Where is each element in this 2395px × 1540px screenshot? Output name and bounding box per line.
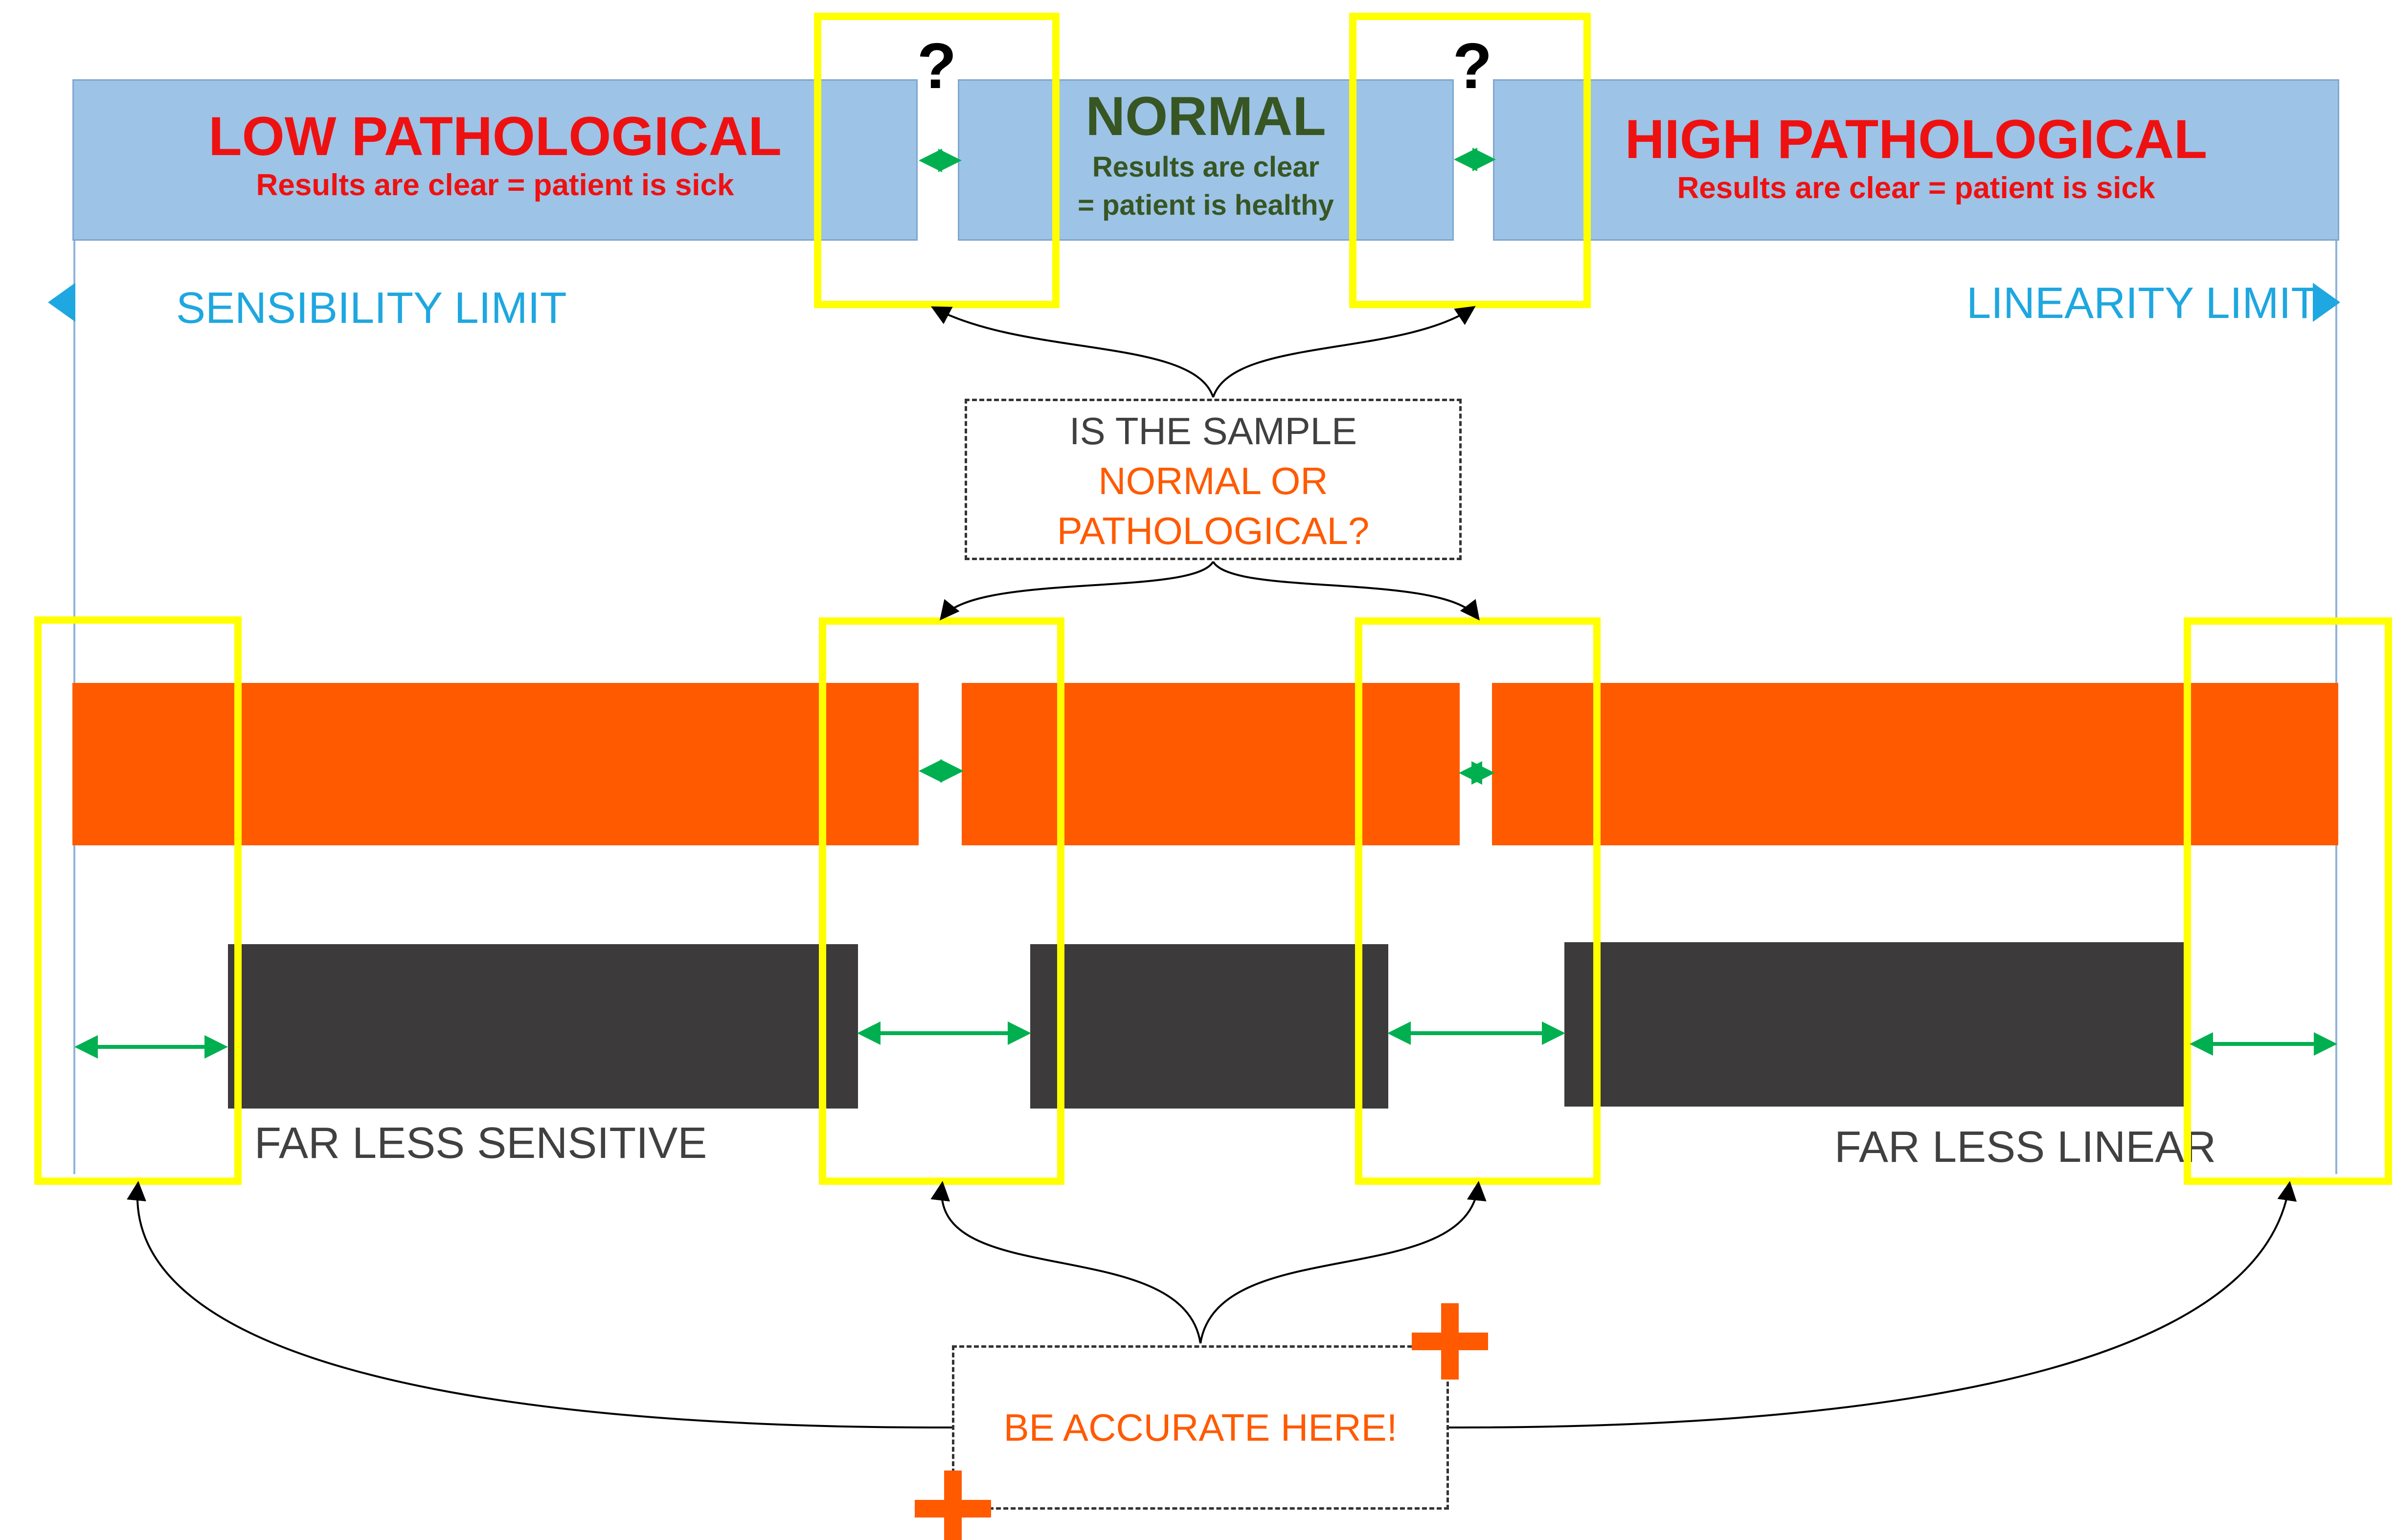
triangle-left-icon	[48, 283, 75, 322]
connector-curve	[939, 561, 1214, 621]
low-pathological-subtitle: Results are clear = patient is sick	[256, 168, 734, 202]
question-mark-right: ?	[1452, 30, 1492, 102]
connector-curve	[1212, 561, 1480, 621]
connector-curve	[1199, 1181, 1487, 1344]
far-less-linear-label: FAR LESS LINEAR	[1834, 1123, 2216, 1172]
normal-title: NORMAL	[1085, 86, 1326, 147]
connector-curve	[930, 306, 1214, 398]
question-box: IS THE SAMPLE NORMAL OR PATHOLOGICAL?	[965, 399, 1462, 560]
dark-bar-low	[228, 944, 858, 1109]
dark-bar-normal	[1030, 944, 1388, 1109]
normal-subtitle-line1: Results are clear	[1092, 151, 1320, 183]
normal-box: NORMAL Results are clear = patient is he…	[958, 79, 1454, 241]
plus-icon	[915, 1471, 991, 1540]
low-pathological-title: LOW PATHOLOGICAL	[208, 106, 782, 167]
high-pathological-box: HIGH PATHOLOGICAL Results are clear = pa…	[1493, 79, 2339, 241]
highlight-frame-bottom-3	[1355, 617, 1601, 1185]
accurate-box: BE ACCURATE HERE!	[952, 1345, 1449, 1510]
high-pathological-title: HIGH PATHOLOGICAL	[1625, 109, 2208, 170]
highlight-frame-top-right	[1349, 13, 1591, 308]
accurate-box-label: BE ACCURATE HERE!	[1003, 1406, 1398, 1449]
orange-bar-high	[1492, 683, 2338, 845]
orange-bar-normal	[962, 683, 1460, 845]
triangle-right-icon	[2313, 283, 2340, 322]
sensibility-limit-label: SENSIBILITY LIMIT	[176, 284, 567, 333]
highlight-frame-bottom-2	[819, 617, 1064, 1185]
normal-subtitle-line2: = patient is healthy	[1078, 189, 1334, 221]
connector-curve	[1448, 1181, 2297, 1429]
connector-curve	[127, 1181, 952, 1429]
dark-bar-high	[1564, 942, 2188, 1107]
question-box-line2: NORMAL OR	[1098, 459, 1328, 502]
connector-curve	[930, 1181, 1201, 1344]
plus-icon	[1412, 1303, 1488, 1380]
highlight-frame-top-left	[814, 13, 1060, 308]
question-mark-left: ?	[917, 30, 957, 102]
high-pathological-subtitle: Results are clear = patient is sick	[1677, 171, 2155, 205]
low-pathological-box: LOW PATHOLOGICAL Results are clear = pat…	[72, 79, 918, 241]
orange-bar-low	[72, 683, 919, 845]
question-box-line3: PATHOLOGICAL?	[1057, 509, 1370, 552]
question-box-line1: IS THE SAMPLE	[1069, 409, 1357, 453]
far-less-sensitive-label: FAR LESS SENSITIVE	[254, 1119, 707, 1168]
highlight-frame-bottom-4	[2184, 617, 2392, 1185]
connector-curve	[1212, 306, 1476, 398]
linearity-limit-label: LINEARITY LIMIT	[1966, 279, 2318, 328]
